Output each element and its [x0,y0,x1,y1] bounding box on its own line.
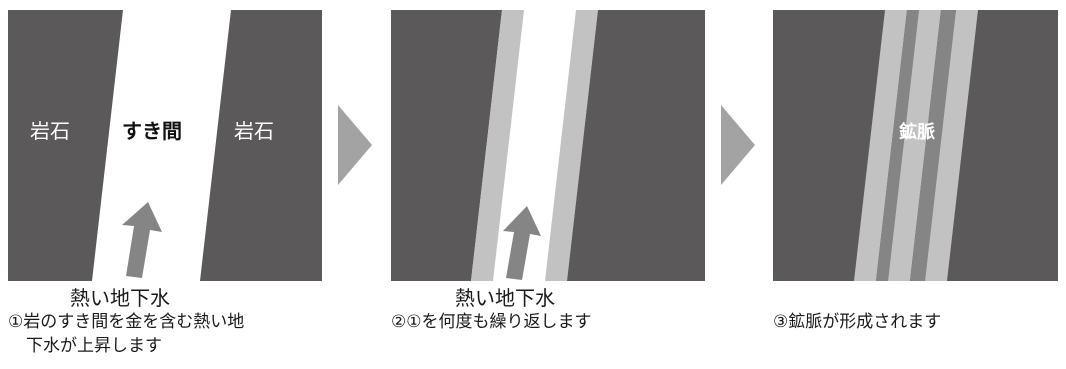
rock-left [391,10,502,281]
rock-right [200,10,322,281]
panel-2-water-label: 熱い地下水 [455,286,555,310]
rock-left-label: 岩石 [30,119,70,143]
panel-1-caption-line-2: 下水が上昇します [26,336,162,356]
vein-band-dark-2 [910,10,956,281]
rock-right [567,10,705,281]
panel-1-caption: ①岩のすき間を金を含む熱い地 下水が上昇します [8,310,244,358]
panel-1-water-label: 熱い地下水 [70,286,170,310]
upflow-arrow-icon [503,206,541,280]
panel-3-caption: ③鉱脈が形成されます [773,312,942,332]
vein-label: 鉱脈 [899,121,935,143]
rock-right-label: 岩石 [234,119,274,143]
vein-band-light-1 [854,10,907,281]
panel-3-svg: 鉱脈 [773,10,1058,281]
vein-band-light-2 [888,10,941,281]
vein-band-light-3 [925,10,978,281]
panel-2-svg [391,10,705,281]
step-arrow-2-icon [721,105,755,185]
panel-1-caption-line-1: ①岩のすき間を金を含む熱い地 [8,312,245,332]
upflow-arrow-icon [122,202,162,278]
vein-band-dark-1 [876,10,919,281]
vein-band-left [471,10,524,281]
gap-label: すき間 [122,119,182,143]
panel-1-svg: 岩石 すき間 岩石 [8,10,322,281]
panel-3-diagram: 鉱脈 [773,10,1058,281]
panel-2-caption: ②①を何度も繰り返します [391,312,592,332]
panel-1-diagram: 岩石 すき間 岩石 [8,10,322,281]
vein-band-right [545,10,598,281]
step-arrow-1-icon [338,105,372,185]
panel-2-diagram [391,10,705,281]
rock-left [8,10,123,281]
